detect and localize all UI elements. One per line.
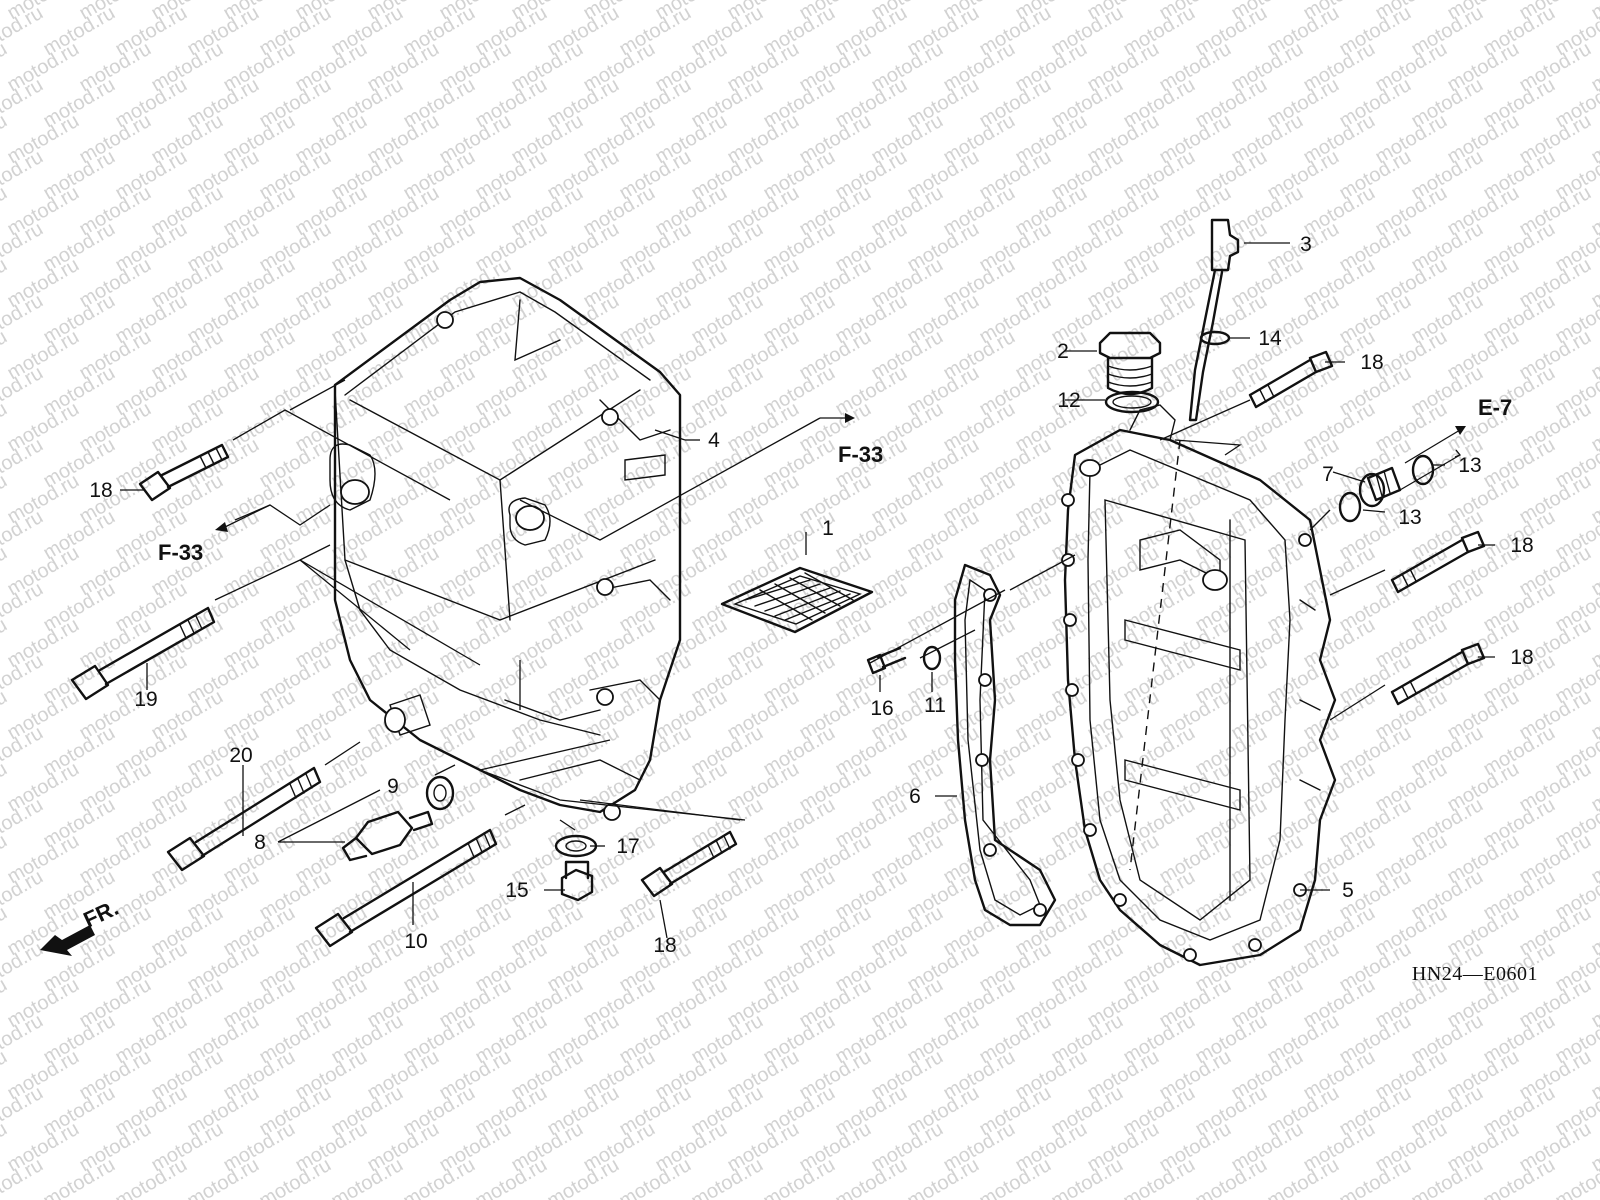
washer-part-9 (425, 775, 455, 811)
washer-part-11 (922, 645, 942, 671)
callout-2: 2 (1057, 340, 1069, 363)
gasket-part-6 (953, 563, 1057, 927)
callout-18-top-right: 18 (1360, 351, 1383, 374)
callout-11: 11 (924, 694, 946, 717)
callout-ticks (120, 242, 1495, 939)
callout-13-left: 13 (1398, 506, 1421, 529)
leader-lines (214, 379, 1466, 831)
callout-10: 10 (404, 930, 427, 953)
filler-cap-part-2 (1098, 331, 1162, 396)
dipstick-part-3 (1188, 218, 1240, 422)
callout-15: 15 (505, 879, 528, 902)
oil-switch-part-8 (341, 810, 434, 862)
callout-14: 14 (1258, 327, 1282, 350)
drain-bolt-part-15 (560, 860, 594, 902)
bolt-part-10 (314, 828, 498, 948)
o-ring-part-12 (1104, 390, 1160, 414)
callout-20: 20 (229, 744, 252, 767)
oil-case-part-4 (329, 276, 682, 821)
callout-19: 19 (134, 688, 157, 711)
ref-label-e7: E-7 (1478, 395, 1512, 420)
bolt-part-19 (70, 606, 216, 701)
callout-6: 6 (909, 785, 921, 808)
callout-numbers: 1 2 3 4 5 6 7 8 9 10 11 12 13 13 14 15 1… (89, 233, 1533, 957)
strainer-screen-part-1 (720, 566, 874, 634)
callout-4: 4 (708, 429, 720, 452)
bolt-part-18-mid-right (1390, 530, 1486, 594)
diagram-code: HN24—E0601 (1412, 963, 1538, 985)
callout-9: 9 (387, 775, 399, 798)
case-housing-part-5 (1061, 404, 1337, 967)
bolt-part-18-low-right (1390, 642, 1486, 706)
callout-16: 16 (870, 697, 893, 720)
callout-3: 3 (1300, 233, 1312, 256)
callout-18-bottom: 18 (653, 934, 676, 957)
callout-1: 1 (822, 517, 834, 540)
bolt-part-18-left (138, 443, 230, 502)
plug-part-7 (1358, 466, 1402, 508)
ref-label-f33-left: F-33 (158, 540, 203, 565)
callout-13-right: 13 (1458, 454, 1481, 477)
callout-7: 7 (1322, 463, 1334, 486)
bolt-part-20 (166, 766, 322, 872)
callout-17: 17 (616, 835, 639, 858)
callout-5: 5 (1342, 879, 1354, 902)
bolt-part-18-bottom (640, 830, 738, 898)
callout-12: 12 (1057, 389, 1080, 412)
callout-18-mid-right: 18 (1510, 534, 1533, 557)
bolt-part-18-top-right (1248, 350, 1334, 409)
callout-18-low-right: 18 (1510, 646, 1533, 669)
ref-label-f33-right: F-33 (838, 442, 883, 467)
callout-8: 8 (254, 831, 266, 854)
callout-18-left: 18 (89, 479, 112, 502)
